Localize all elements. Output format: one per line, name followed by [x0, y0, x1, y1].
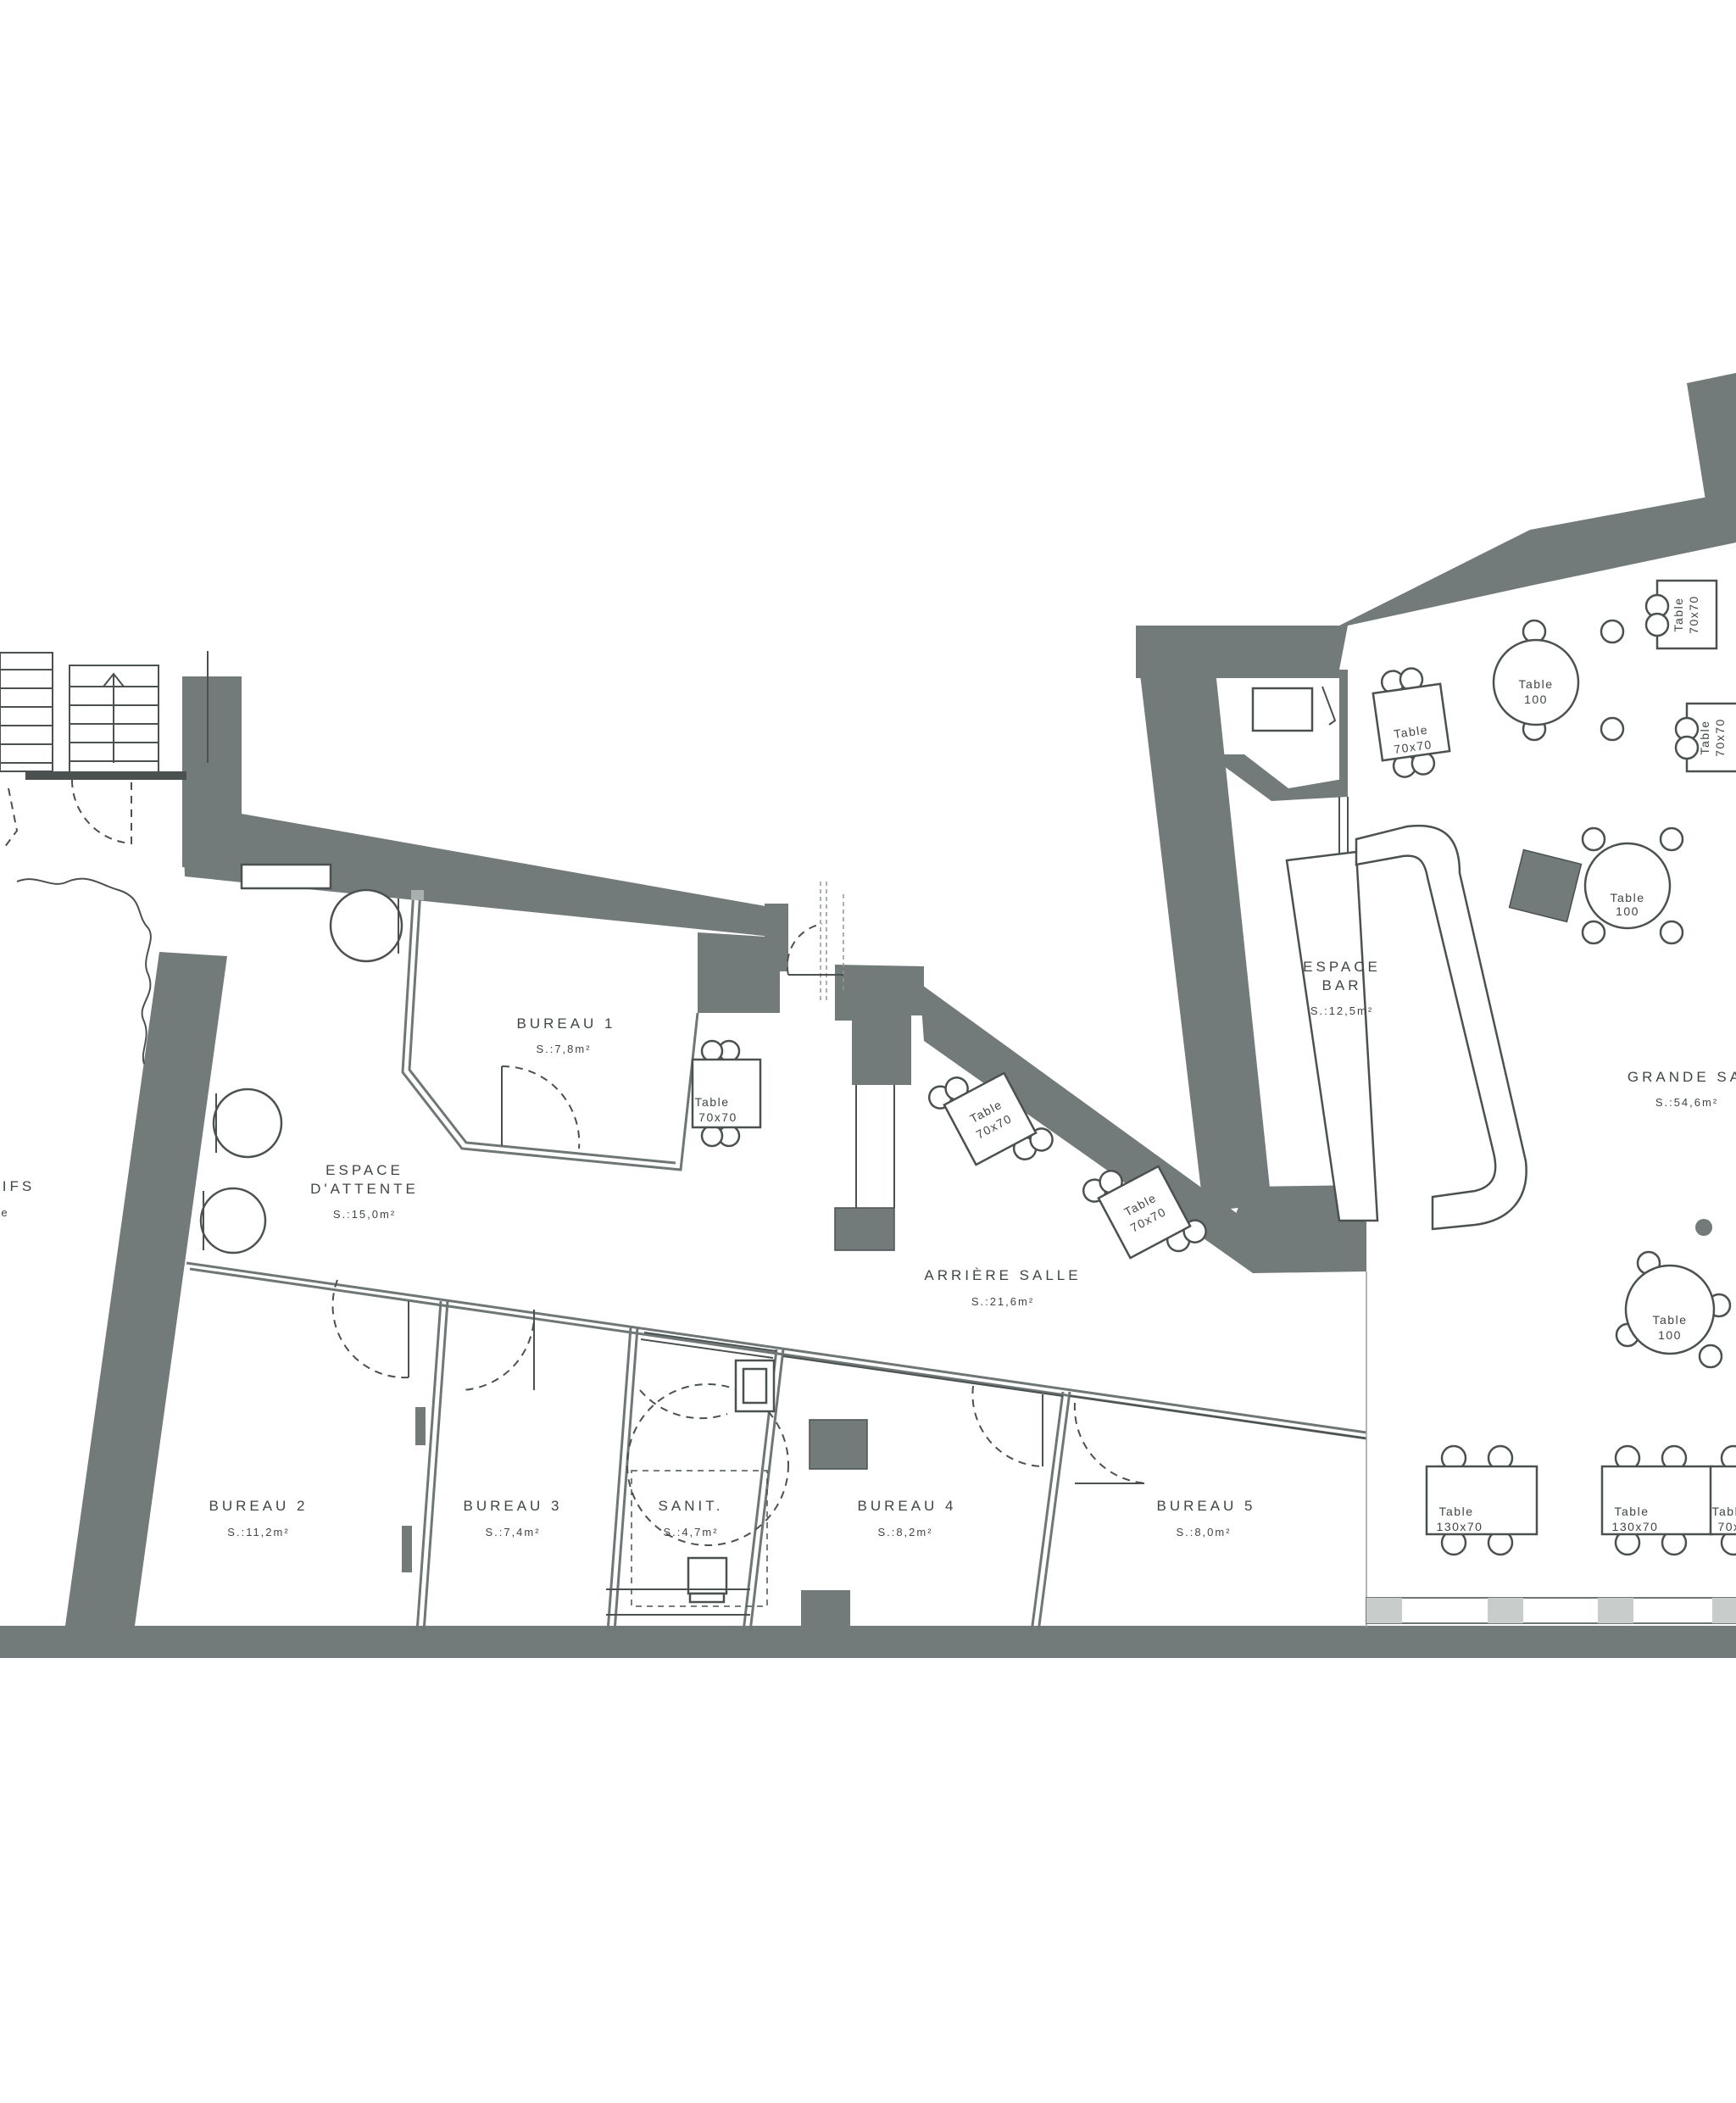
- table-size: 70x70: [698, 1110, 737, 1124]
- doors: [331, 882, 1149, 1484]
- table-label: Table: [1672, 598, 1685, 632]
- table-70-b1: Table 70x70: [691, 1039, 762, 1148]
- waiting-seats: [199, 888, 403, 1255]
- table-100-mid: Table 100: [1581, 826, 1684, 945]
- table-cut-bottom: Table 70x: [1709, 1444, 1736, 1556]
- table-70-arriere-2: Table 70x70: [1082, 1165, 1207, 1260]
- table-70-arriere-1: Table 70x70: [927, 1071, 1054, 1166]
- table-size: 130x70: [1437, 1520, 1483, 1533]
- table-100-low: Table 100: [1615, 1250, 1732, 1369]
- table-130-1: Table 130x70: [1425, 1444, 1538, 1556]
- room-labels: BUREAU 1 S.:7,8m² ESPACE D'ATTENTE S.:15…: [1, 959, 1736, 1538]
- table-label: Table: [1519, 677, 1554, 691]
- pillars: [809, 848, 1712, 1470]
- bar-counter: [1285, 824, 1527, 1231]
- espace-bar-name-1: ESPACE: [1303, 959, 1381, 975]
- sanit-area: S.:4,7m²: [663, 1526, 718, 1538]
- arriere-salle-name: ARRIÈRE SALLE: [924, 1267, 1081, 1283]
- cabinet-box: [1251, 687, 1314, 732]
- left-room-name: IFS: [3, 1178, 35, 1194]
- table-size: 100: [1658, 1328, 1682, 1342]
- table-70-bar: Table 70x70: [1372, 667, 1451, 778]
- bureau3-name: BUREAU 3: [463, 1498, 562, 1514]
- table-label: Table: [1611, 891, 1645, 904]
- table-label: Table: [1393, 722, 1429, 741]
- table-label: Table: [695, 1095, 730, 1109]
- table-label: Table: [1698, 720, 1711, 755]
- table-label: Table: [1439, 1505, 1474, 1518]
- espace-attente-name-2: D'ATTENTE: [310, 1181, 419, 1197]
- bureau5-name: BUREAU 5: [1156, 1498, 1255, 1514]
- grande-salle-name: GRANDE SA: [1628, 1069, 1736, 1085]
- table-label: Table: [1712, 1505, 1736, 1518]
- cabinet: [240, 863, 332, 890]
- table-70-right-edge: Table 70x70: [1685, 702, 1736, 773]
- stairs: [0, 651, 332, 1065]
- bureau1-name: BUREAU 1: [516, 1015, 615, 1032]
- sanitary-fixtures: [606, 1359, 789, 1616]
- bureau2-area: S.:11,2m²: [227, 1526, 289, 1538]
- table-size: 130x70: [1612, 1520, 1659, 1533]
- table-size: 100: [1616, 904, 1639, 918]
- espace-bar-area: S.:12,5m²: [1310, 1004, 1373, 1017]
- espace-attente-name-1: ESPACE: [326, 1162, 403, 1178]
- table-label: Table: [1615, 1505, 1650, 1518]
- tables: Table 70x70 Table 70x70 Table 70x70: [691, 579, 1736, 1556]
- table-label: Table: [1653, 1313, 1688, 1327]
- bureau4-area: S.:8,2m²: [877, 1526, 932, 1538]
- espace-attente-area: S.:15,0m²: [333, 1208, 396, 1221]
- table-size: 70x70: [1713, 718, 1727, 757]
- left-room-area: e: [1, 1206, 8, 1219]
- bureau2-name: BUREAU 2: [209, 1498, 308, 1514]
- table-size: 70x70: [1393, 737, 1433, 756]
- table-70-top-right: Table 70x70: [1655, 579, 1718, 650]
- table-size: 70x: [1717, 1520, 1736, 1533]
- grande-salle-area: S.:54,6m²: [1655, 1096, 1718, 1109]
- bureau5-area: S.:8,0m²: [1176, 1526, 1231, 1538]
- arriere-salle-area: S.:21,6m²: [971, 1295, 1034, 1308]
- sanit-name: SANIT.: [659, 1498, 724, 1514]
- bureau3-area: S.:7,4m²: [485, 1526, 540, 1538]
- table-100-top: Table 100: [1492, 619, 1625, 742]
- table-size: 70x70: [1687, 595, 1700, 634]
- espace-bar-name-2: BAR: [1322, 977, 1362, 993]
- table-130-2: Table 130x70: [1600, 1444, 1714, 1556]
- table-size: 100: [1524, 693, 1548, 706]
- bureau1-area: S.:7,8m²: [536, 1043, 591, 1055]
- bureau4-name: BUREAU 4: [857, 1498, 956, 1514]
